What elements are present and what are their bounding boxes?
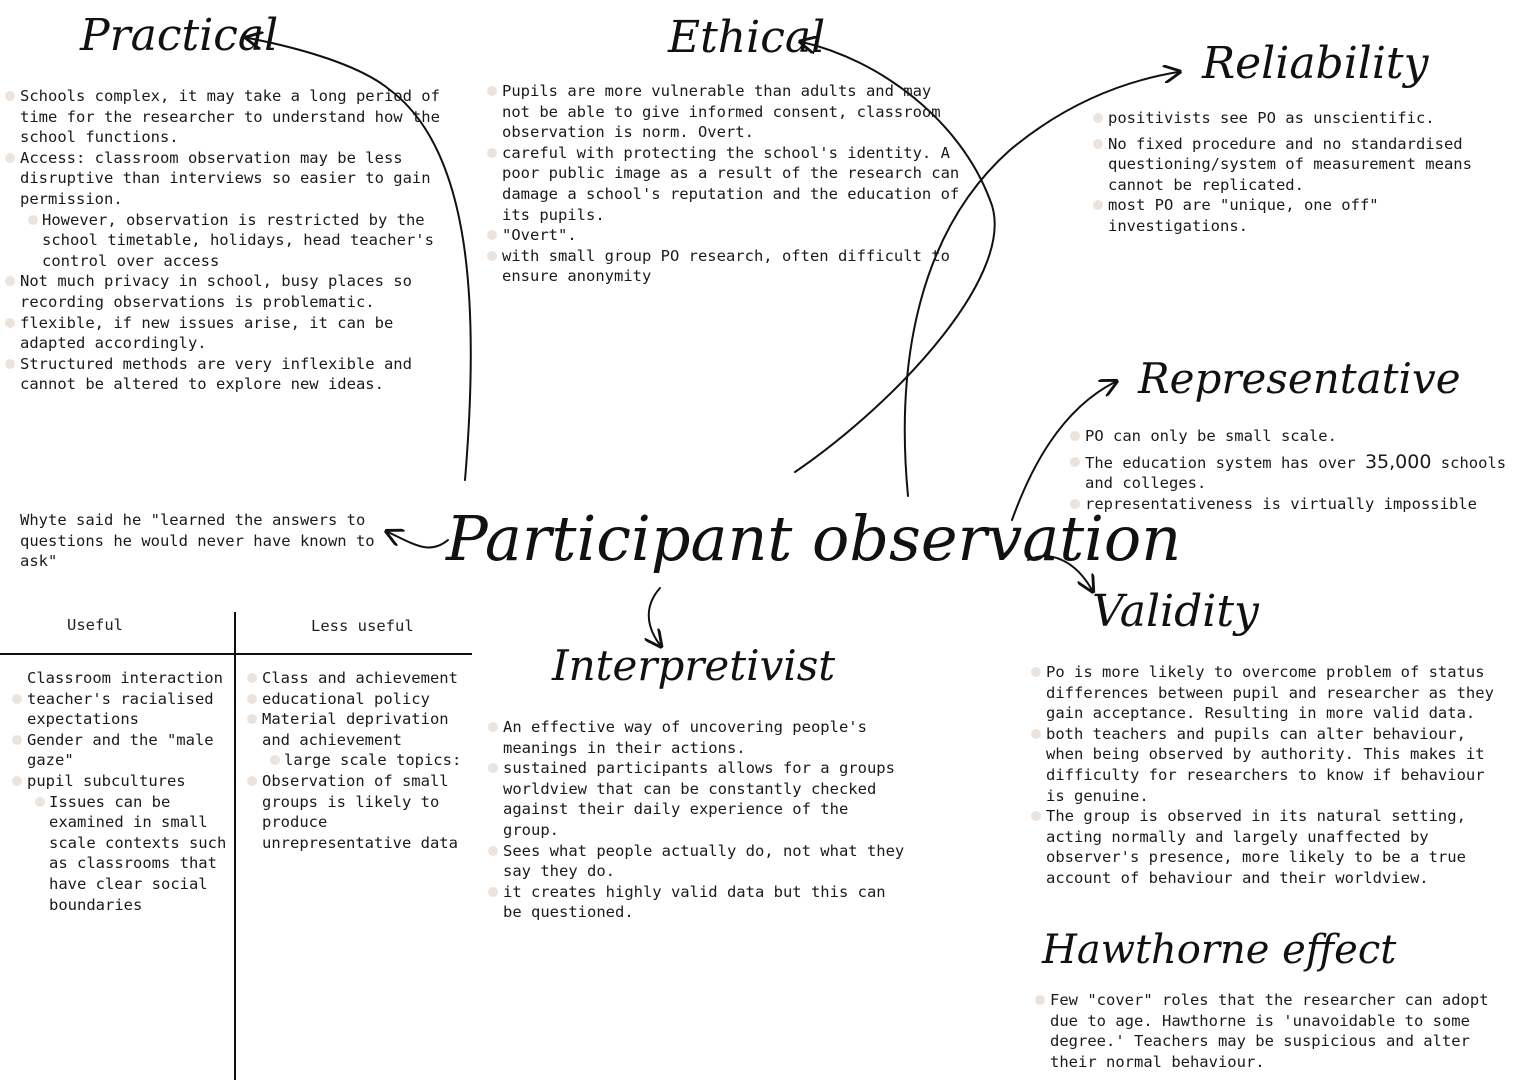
center-title: Participant observation	[446, 502, 1182, 575]
list-item: positivists see PO as unscientific.	[1093, 108, 1521, 129]
useful-header: Useful	[67, 616, 123, 634]
list-item: Classroom interaction	[27, 669, 223, 687]
list-item: careful with protecting the school's ide…	[487, 143, 965, 225]
list-item: with small group PO research, often diff…	[487, 246, 965, 287]
list-item: Po is more likely to overcome problem of…	[1031, 662, 1504, 724]
list-item: representativeness is virtually impossib…	[1070, 494, 1523, 515]
list-item: most PO are "unique, one off" investigat…	[1093, 195, 1521, 236]
list-item: An effective way of uncovering people's …	[488, 717, 911, 758]
arrow-to-whyte	[388, 532, 449, 549]
interpretivist-list: An effective way of uncovering people's …	[488, 717, 911, 923]
practical-list: Schools complex, it may take a long peri…	[5, 86, 448, 395]
list-item: Class and achievement	[247, 668, 472, 689]
list-item: large scale topics:	[250, 750, 472, 771]
reliability-list: positivists see PO as unscientific. No fi…	[1093, 108, 1521, 237]
list-item: Sees what people actually do, not what t…	[488, 841, 911, 882]
list-item: Not much privacy in school, busy places …	[5, 271, 448, 312]
list-item: flexible, if new issues arise, it can be…	[5, 313, 448, 354]
reliability-title: Reliability	[1202, 38, 1429, 89]
arrow-to-reliability	[903, 72, 1178, 497]
less-useful-header: Less useful	[311, 617, 414, 635]
list-item: Observation of small groups is likely to…	[247, 771, 472, 853]
arrow-to-representative	[1011, 382, 1115, 521]
list-item: Structured methods are very inflexible a…	[5, 354, 448, 395]
practical-title: Practical	[80, 10, 279, 61]
validity-title: Validity	[1092, 586, 1259, 637]
useful-list: Classroom interaction teacher's racialise…	[12, 668, 233, 916]
list-item: Schools complex, it may take a long peri…	[5, 86, 448, 148]
list-item: both teachers and pupils can alter behav…	[1031, 724, 1504, 806]
list-item: sustained participants allows for a grou…	[488, 758, 911, 840]
list-item: PO can only be small scale.	[1070, 426, 1523, 447]
interpretivist-title: Interpretivist	[552, 641, 836, 690]
list-item: Access: classroom observation may be les…	[5, 148, 448, 210]
list-item: Few "cover" roles that the researcher ca…	[1035, 990, 1516, 1072]
arrow-to-practical	[248, 38, 472, 481]
list-item: teacher's racialised expectations	[12, 689, 233, 730]
list-item: Gender and the "male gaze"	[12, 730, 233, 771]
ethical-list: Pupils are more vulnerable than adults a…	[487, 81, 965, 287]
ethical-title: Ethical	[668, 12, 826, 63]
list-item: Pupils are more vulnerable than adults a…	[487, 81, 965, 143]
list-item: The education system has over 35,000 sch…	[1070, 450, 1523, 494]
list-item: educational policy	[247, 689, 472, 710]
schools-count: 35,000	[1364, 450, 1432, 473]
arrow-to-interpretivist	[649, 587, 660, 645]
hawthorne-list: Few "cover" roles that the researcher ca…	[1035, 990, 1516, 1072]
representative-title: Representative	[1138, 354, 1461, 403]
arrow-to-ethical	[794, 42, 996, 473]
list-item: it creates highly valid data but this ca…	[488, 882, 911, 923]
list-item: No fixed procedure and no standardised q…	[1093, 134, 1521, 196]
list-item: The group is observed in its natural set…	[1031, 806, 1504, 888]
representative-list: PO can only be small scale. The educatio…	[1070, 426, 1523, 515]
list-item: "Overt".	[487, 225, 965, 246]
list-item: Material deprivation and achievement	[247, 709, 472, 750]
whyte-quote: Whyte said he "learned the answers to qu…	[20, 511, 375, 571]
list-item: However, observation is restricted by th…	[8, 210, 448, 272]
validity-list: Po is more likely to overcome problem of…	[1031, 662, 1504, 889]
list-item: pupil subcultures	[12, 771, 233, 792]
arrow-to-validity	[1027, 555, 1092, 590]
list-item: Issues can be examined in small scale co…	[15, 792, 233, 916]
hawthorne-title: Hawthorne effect	[1042, 927, 1397, 973]
